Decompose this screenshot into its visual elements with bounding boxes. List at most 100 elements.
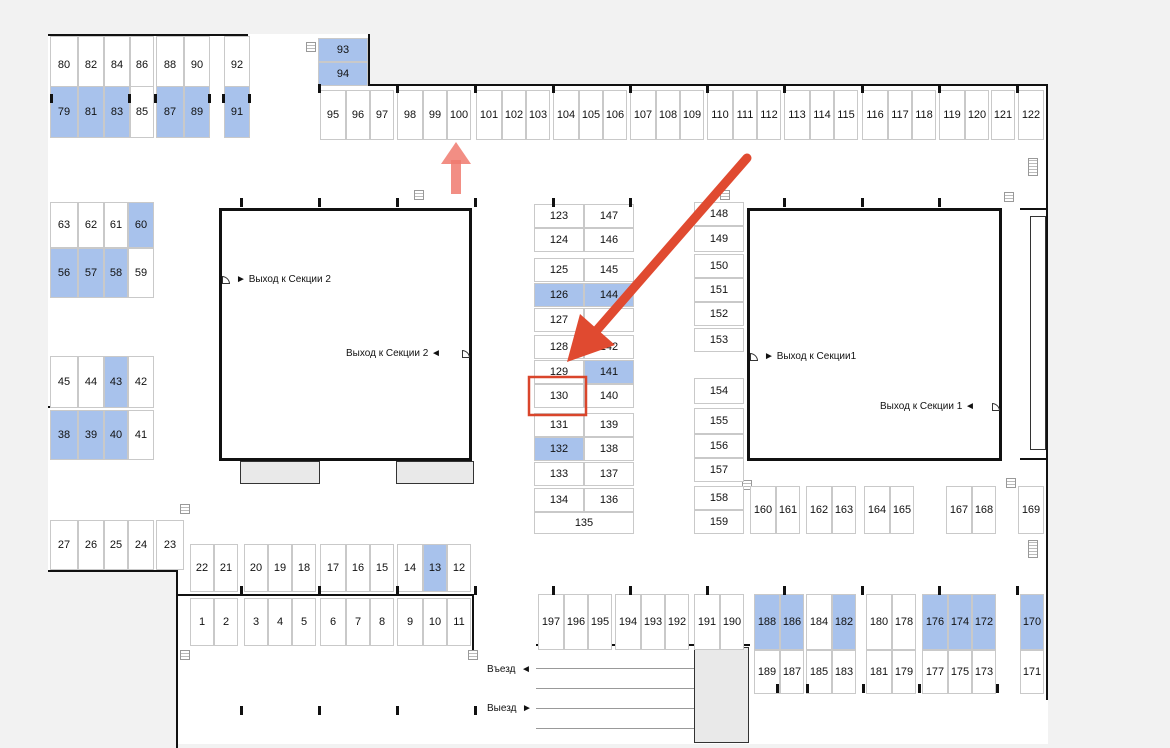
parking-spot[interactable]: 165 [890,486,914,534]
parking-spot[interactable]: 144 [584,283,634,307]
parking-spot[interactable]: 89 [184,86,210,138]
parking-spot[interactable]: 23 [156,520,184,570]
parking-spot[interactable]: 171 [1020,650,1044,694]
parking-spot[interactable]: 160 [750,486,776,534]
parking-spot[interactable]: 20 [244,544,268,592]
parking-spot[interactable]: 175 [948,650,972,694]
parking-spot[interactable]: 116 [862,90,888,140]
parking-spot[interactable]: 123 [534,204,584,228]
parking-spot[interactable]: 63 [50,202,78,248]
parking-spot[interactable]: 103 [526,90,550,140]
parking-spot[interactable]: 3 [244,598,268,646]
parking-spot[interactable]: 19 [268,544,292,592]
parking-spot[interactable] [584,308,634,332]
parking-spot[interactable]: 117 [888,90,912,140]
parking-spot[interactable]: 167 [946,486,972,534]
parking-spot[interactable]: 93 [318,38,368,62]
parking-spot[interactable]: 98 [397,90,423,140]
parking-spot[interactable]: 151 [694,278,744,302]
parking-spot[interactable]: 183 [832,650,856,694]
parking-spot[interactable]: 56 [50,248,78,298]
parking-spot[interactable]: 161 [776,486,800,534]
parking-spot[interactable]: 83 [104,86,130,138]
parking-spot[interactable]: 159 [694,510,744,534]
parking-spot[interactable]: 79 [50,86,78,138]
parking-spot[interactable]: 174 [948,594,972,650]
parking-spot[interactable]: 42 [128,356,154,408]
parking-spot[interactable]: 91 [224,86,250,138]
parking-spot[interactable]: 58 [104,248,128,298]
parking-spot[interactable]: 38 [50,410,78,460]
parking-spot[interactable]: 187 [780,650,804,694]
parking-spot[interactable]: 152 [694,302,744,326]
parking-spot[interactable]: 119 [939,90,965,140]
parking-spot[interactable]: 156 [694,434,744,458]
parking-spot[interactable]: 113 [784,90,810,140]
parking-spot[interactable]: 132 [534,437,584,461]
parking-spot[interactable]: 27 [50,520,78,570]
parking-spot[interactable]: 41 [128,410,154,460]
parking-spot[interactable]: 1 [190,598,214,646]
parking-spot[interactable]: 101 [476,90,502,140]
parking-spot[interactable]: 13 [423,544,447,592]
parking-spot[interactable]: 129 [534,360,584,384]
parking-spot[interactable]: 131 [534,413,584,437]
parking-spot[interactable]: 7 [346,598,370,646]
parking-spot[interactable]: 158 [694,486,744,510]
parking-spot[interactable]: 118 [912,90,936,140]
parking-spot[interactable]: 139 [584,413,634,437]
parking-spot[interactable]: 102 [502,90,526,140]
parking-spot[interactable]: 15 [370,544,394,592]
parking-spot[interactable]: 24 [128,520,154,570]
parking-spot[interactable]: 16 [346,544,370,592]
parking-spot[interactable]: 149 [694,226,744,252]
parking-spot[interactable]: 150 [694,254,744,278]
parking-spot[interactable]: 137 [584,462,634,486]
parking-spot[interactable]: 163 [832,486,856,534]
parking-spot[interactable]: 96 [346,90,370,140]
parking-spot[interactable]: 179 [892,650,916,694]
parking-spot[interactable]: 146 [584,228,634,252]
parking-spot[interactable]: 11 [447,598,471,646]
parking-spot[interactable]: 168 [972,486,996,534]
parking-spot[interactable]: 106 [603,90,627,140]
parking-spot[interactable]: 90 [184,36,210,94]
parking-spot[interactable]: 188 [754,594,780,650]
parking-spot[interactable]: 130 [534,384,584,408]
parking-spot[interactable]: 17 [320,544,346,592]
parking-spot[interactable]: 108 [656,90,680,140]
parking-spot[interactable]: 85 [130,86,154,138]
parking-spot[interactable]: 114 [810,90,834,140]
parking-spot[interactable]: 87 [156,86,184,138]
parking-spot[interactable]: 57 [78,248,104,298]
parking-spot[interactable]: 95 [320,90,346,140]
parking-spot[interactable]: 121 [991,90,1015,140]
parking-spot[interactable]: 192 [665,594,689,650]
parking-spot[interactable]: 45 [50,356,78,408]
parking-spot[interactable]: 99 [423,90,447,140]
parking-spot[interactable]: 86 [130,36,154,94]
parking-spot[interactable]: 125 [534,258,584,282]
parking-spot[interactable]: 18 [292,544,316,592]
parking-spot[interactable]: 185 [806,650,832,694]
parking-spot[interactable]: 39 [78,410,104,460]
parking-spot[interactable]: 186 [780,594,804,650]
parking-spot[interactable]: 8 [370,598,394,646]
parking-spot[interactable]: 111 [733,90,757,140]
parking-spot[interactable]: 9 [397,598,423,646]
parking-spot[interactable]: 112 [757,90,781,140]
parking-spot[interactable]: 21 [214,544,238,592]
parking-spot[interactable]: 170 [1020,594,1044,650]
parking-spot[interactable]: 173 [972,650,996,694]
parking-spot[interactable]: 14 [397,544,423,592]
parking-spot[interactable]: 154 [694,378,744,404]
parking-spot[interactable]: 127 [534,308,584,332]
parking-spot[interactable]: 193 [641,594,665,650]
parking-spot[interactable]: 61 [104,202,128,248]
parking-spot[interactable]: 178 [892,594,916,650]
parking-spot[interactable]: 43 [104,356,128,408]
parking-spot[interactable]: 26 [78,520,104,570]
parking-spot[interactable]: 164 [864,486,890,534]
parking-spot[interactable]: 115 [834,90,858,140]
parking-spot[interactable]: 155 [694,408,744,434]
